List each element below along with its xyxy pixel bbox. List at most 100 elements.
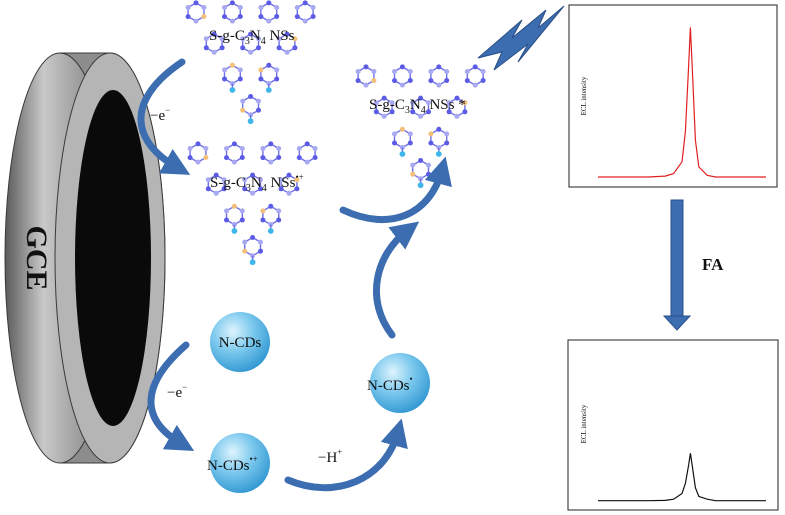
molecule-atom: [436, 82, 442, 88]
lightning-bolt-icon: [477, 5, 565, 71]
oxidation-ncds-label: −e−: [167, 382, 187, 401]
molecule-atom: [399, 82, 405, 88]
molecule-atom: [444, 69, 450, 74]
molecule-atom: [410, 109, 416, 115]
molecule-atom: [284, 49, 290, 55]
molecule-atom: [224, 217, 229, 223]
sgcn-label: S-g-C3N4 NSs: [209, 28, 295, 47]
molecule-atom: [268, 141, 274, 147]
molecule-atom: [462, 109, 468, 115]
molecule-atom: [219, 45, 225, 51]
molecule-atom: [355, 69, 361, 74]
molecule-atom: [286, 172, 292, 178]
molecule-atom: [418, 95, 424, 101]
molecule-atom: [410, 100, 416, 106]
molecule-atom: [464, 69, 470, 74]
molecule-atom: [256, 98, 261, 104]
molecule-atom: [237, 76, 243, 82]
hydrogen-atom: [399, 151, 406, 157]
molecule-atom: [258, 14, 264, 20]
sulfur-atom: [428, 131, 434, 137]
sulfur-atom: [462, 100, 468, 106]
molecule-atom: [185, 14, 191, 20]
molecule-atom: [407, 140, 413, 146]
molecule-atom: [276, 146, 282, 151]
molecule-atom: [389, 100, 395, 106]
molecule-atom: [250, 190, 256, 196]
molecule-atom: [302, 0, 308, 6]
sulfur-atom: [260, 208, 266, 214]
hydrogen-atom: [249, 259, 256, 266]
molecule-atom: [231, 159, 237, 165]
molecule-atom: [242, 186, 248, 192]
molecule-atom: [436, 126, 442, 132]
molecule-atom: [260, 146, 266, 151]
sgcn-excited-nanosheet-structure: [355, 64, 486, 189]
sulfur-atom: [242, 248, 248, 254]
molecule-atom: [392, 78, 397, 84]
molecule-atom: [276, 217, 282, 223]
molecule-atom: [392, 140, 397, 146]
molecule-atom: [266, 18, 272, 24]
molecule-atom: [224, 208, 229, 214]
molecule-atom: [444, 131, 450, 137]
sulfur-atom: [399, 126, 405, 132]
molecule-atom: [371, 69, 377, 74]
chart-frame: [567, 339, 779, 511]
molecule-atom: [239, 217, 245, 223]
series-line: [598, 453, 766, 502]
molecule-atom: [444, 78, 450, 83]
molecule-atom: [239, 146, 245, 151]
molecule-atom: [418, 158, 424, 163]
molecule-atom: [224, 155, 229, 161]
molecule-atom: [260, 217, 266, 223]
molecule-atom: [363, 82, 369, 88]
molecule-atom: [426, 162, 431, 168]
molecule-atom: [258, 177, 263, 183]
gce-label: GCE: [20, 225, 53, 290]
molecule-atom: [231, 141, 237, 147]
ncds-radical-cation-label: N-CDs•+: [207, 454, 258, 474]
molecule-atom: [203, 36, 209, 42]
molecule-atom: [274, 76, 280, 82]
hydrogen-atom: [231, 228, 238, 234]
sulfur-atom: [371, 78, 377, 83]
molecule-atom: [302, 18, 308, 24]
oxidation-sgcn-label: −e−: [150, 105, 170, 124]
molecule-atom: [187, 155, 193, 161]
hydrogen-atom: [417, 182, 424, 189]
hydrogen-atom: [247, 118, 254, 125]
y-axis-label: ECL intensity: [580, 76, 588, 115]
molecule-atom: [410, 162, 416, 168]
molecule-atom: [258, 5, 264, 10]
molecule-atom: [240, 98, 246, 104]
molecule-atom: [240, 45, 246, 51]
molecule-atom: [292, 45, 298, 51]
molecule-atom: [399, 64, 405, 70]
molecule-atom: [187, 146, 193, 151]
sulfur-atom: [203, 155, 209, 160]
molecule-atom: [256, 36, 261, 42]
molecule-atom: [310, 14, 316, 19]
sgcn-radical-cation-label: S-g-C3N4 NSs•+: [210, 172, 304, 194]
molecule-atom: [205, 177, 211, 183]
molecule-atom: [239, 155, 245, 160]
molecule-atom: [355, 78, 361, 84]
molecule-atom: [276, 155, 282, 160]
molecule-atom: [248, 31, 254, 37]
molecule-atom: [276, 36, 282, 42]
ecl-chart-low: ECL intensity: [567, 339, 779, 511]
molecule-atom: [193, 0, 199, 6]
molecule-atom: [224, 146, 229, 151]
molecule-atom: [480, 69, 486, 74]
molecule-atom: [312, 155, 318, 160]
reaction-arrows: [137, 58, 452, 492]
molecule-atom: [286, 190, 292, 196]
molecule-atom: [392, 131, 397, 137]
molecule-atom: [185, 5, 191, 10]
molecule-atom: [237, 14, 243, 19]
molecule-atom: [407, 78, 413, 83]
molecule-atom: [312, 146, 318, 151]
molecule-atom: [472, 64, 478, 70]
molecule-atom: [221, 177, 227, 183]
